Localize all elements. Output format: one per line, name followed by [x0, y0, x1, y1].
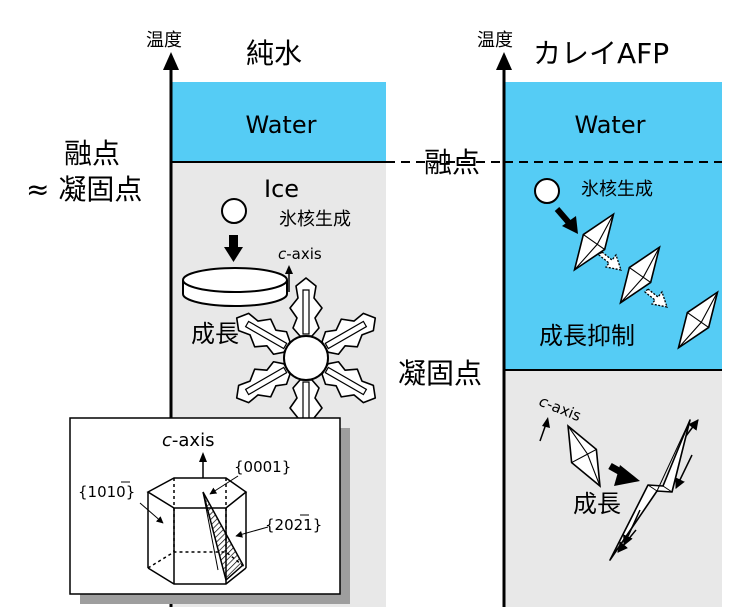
right-panel-title: カレイAFP: [533, 37, 669, 70]
left-axis-label: 温度: [146, 30, 182, 51]
spicule-crystal: [609, 419, 699, 561]
right-water-label: Water: [575, 111, 646, 139]
face-pyramidal-leader: [235, 526, 269, 538]
inset-c-axis-label: c-axis: [162, 430, 214, 451]
right-ice-nucleus: [534, 178, 560, 204]
right-ice-region: [504, 370, 722, 607]
face-prism-label: {1010}: [78, 483, 135, 501]
face-basal-leader: [209, 475, 239, 495]
ice-dendrite: [235, 277, 377, 439]
right-axis-arrowhead: [496, 52, 512, 70]
left-c-axis-arrow: [285, 265, 293, 292]
left-nucleation-label: 氷核生成: [279, 209, 351, 230]
pyramidal-face: [202, 491, 244, 582]
face-basal-label: {0001}: [234, 458, 291, 476]
left-water-region: [171, 82, 386, 162]
bipyramid-crystal-ice: [567, 424, 601, 488]
ice-label: Ice: [264, 175, 299, 203]
left-c-axis-label: c-axis: [278, 245, 322, 263]
nucleation-down-arrow: [224, 235, 243, 262]
crystal-inset: c-axis {0001} {1010} {2021}: [69, 417, 350, 604]
ice-nucleus: [221, 198, 247, 224]
bipyramid-crystal-2: [619, 245, 661, 305]
right-panel: 温度 カレイAFP Water 融点 凝固点 氷核生成: [398, 30, 722, 607]
growth-inhibition-label: 成長抑制: [539, 322, 635, 350]
left-panel-title: 純水: [246, 37, 302, 70]
dashed-arrow-2: [644, 288, 668, 308]
right-melting-point-label: 融点: [424, 146, 480, 179]
face-prism-leader: [139, 502, 164, 524]
right-nucleation-label: 氷核生成: [581, 179, 653, 200]
left-axis-arrowhead: [163, 52, 179, 70]
bipyramid-crystal-3: [677, 290, 719, 350]
left-melting-point-label: 融点: [64, 137, 120, 170]
dashed-arrow-1: [598, 251, 622, 271]
right-nucleation-arrow: [554, 207, 578, 234]
right-freezing-point-label: 凝固点: [398, 357, 482, 390]
ice-disc: [182, 267, 288, 307]
face-pyramidal-label: {2021}: [265, 516, 322, 534]
right-growth-arrow: [608, 462, 640, 486]
right-growth-label: 成長: [573, 490, 621, 518]
left-freezing-point-label: ≈ 凝固点: [26, 173, 142, 206]
bipyramid-crystal-1: [573, 212, 615, 272]
left-growth-label: 成長: [191, 320, 239, 348]
right-axis-label: 温度: [477, 30, 513, 51]
right-c-axis-arrow: [539, 417, 550, 442]
left-water-label: Water: [246, 111, 317, 139]
